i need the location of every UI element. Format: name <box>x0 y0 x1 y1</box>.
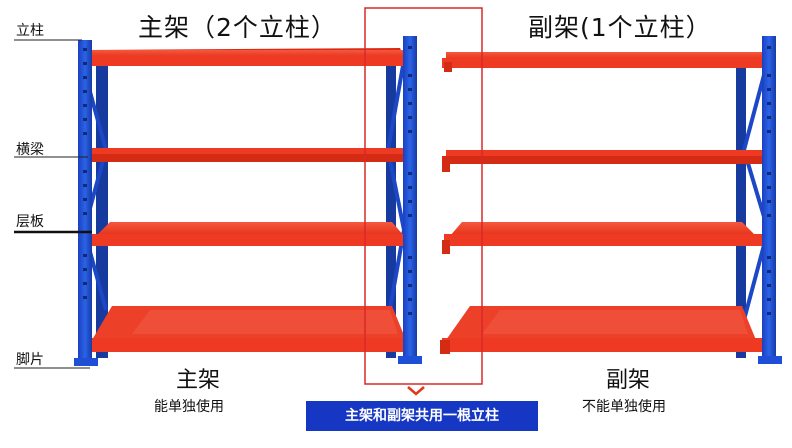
main-foot-right <box>398 356 422 364</box>
sub-rack-label: 副架 <box>606 368 651 393</box>
main-front-upright-right <box>403 36 417 362</box>
sub-shelves <box>440 52 766 354</box>
part-leader-lines <box>14 39 90 369</box>
shared-upright-highlight <box>364 7 483 385</box>
sub-rack-title: 副架(1个立柱） <box>528 13 712 42</box>
foot-label: 脚片 <box>16 352 44 368</box>
shelf-label: 层板 <box>16 214 44 230</box>
sub-front-upright <box>762 36 776 362</box>
sub-foot <box>758 356 782 364</box>
shared-upright-banner: 主架和副架共用一根立柱 <box>306 401 538 431</box>
main-rack-title: 主架（2个立柱） <box>138 13 337 42</box>
beam-label: 横梁 <box>16 142 44 158</box>
sub-back-upright <box>736 58 746 358</box>
main-foot-left <box>74 358 98 366</box>
main-rack-label: 主架 <box>176 368 221 393</box>
sub-upright-holes <box>767 46 771 315</box>
main-rack-note: 能单独使用 <box>154 399 224 415</box>
main-upright-holes <box>83 46 412 315</box>
sub-bracing <box>741 59 771 321</box>
main-rack <box>74 36 422 366</box>
main-back-upright-right <box>386 58 396 358</box>
upright-label: 立柱 <box>16 23 44 39</box>
sub-rack-note: 不能单独使用 <box>582 399 666 415</box>
main-shelves <box>84 48 410 352</box>
main-back-upright-left <box>96 58 108 358</box>
main-bracing <box>81 59 407 321</box>
chevron-down-icon <box>407 386 425 396</box>
sub-rack <box>440 36 782 364</box>
